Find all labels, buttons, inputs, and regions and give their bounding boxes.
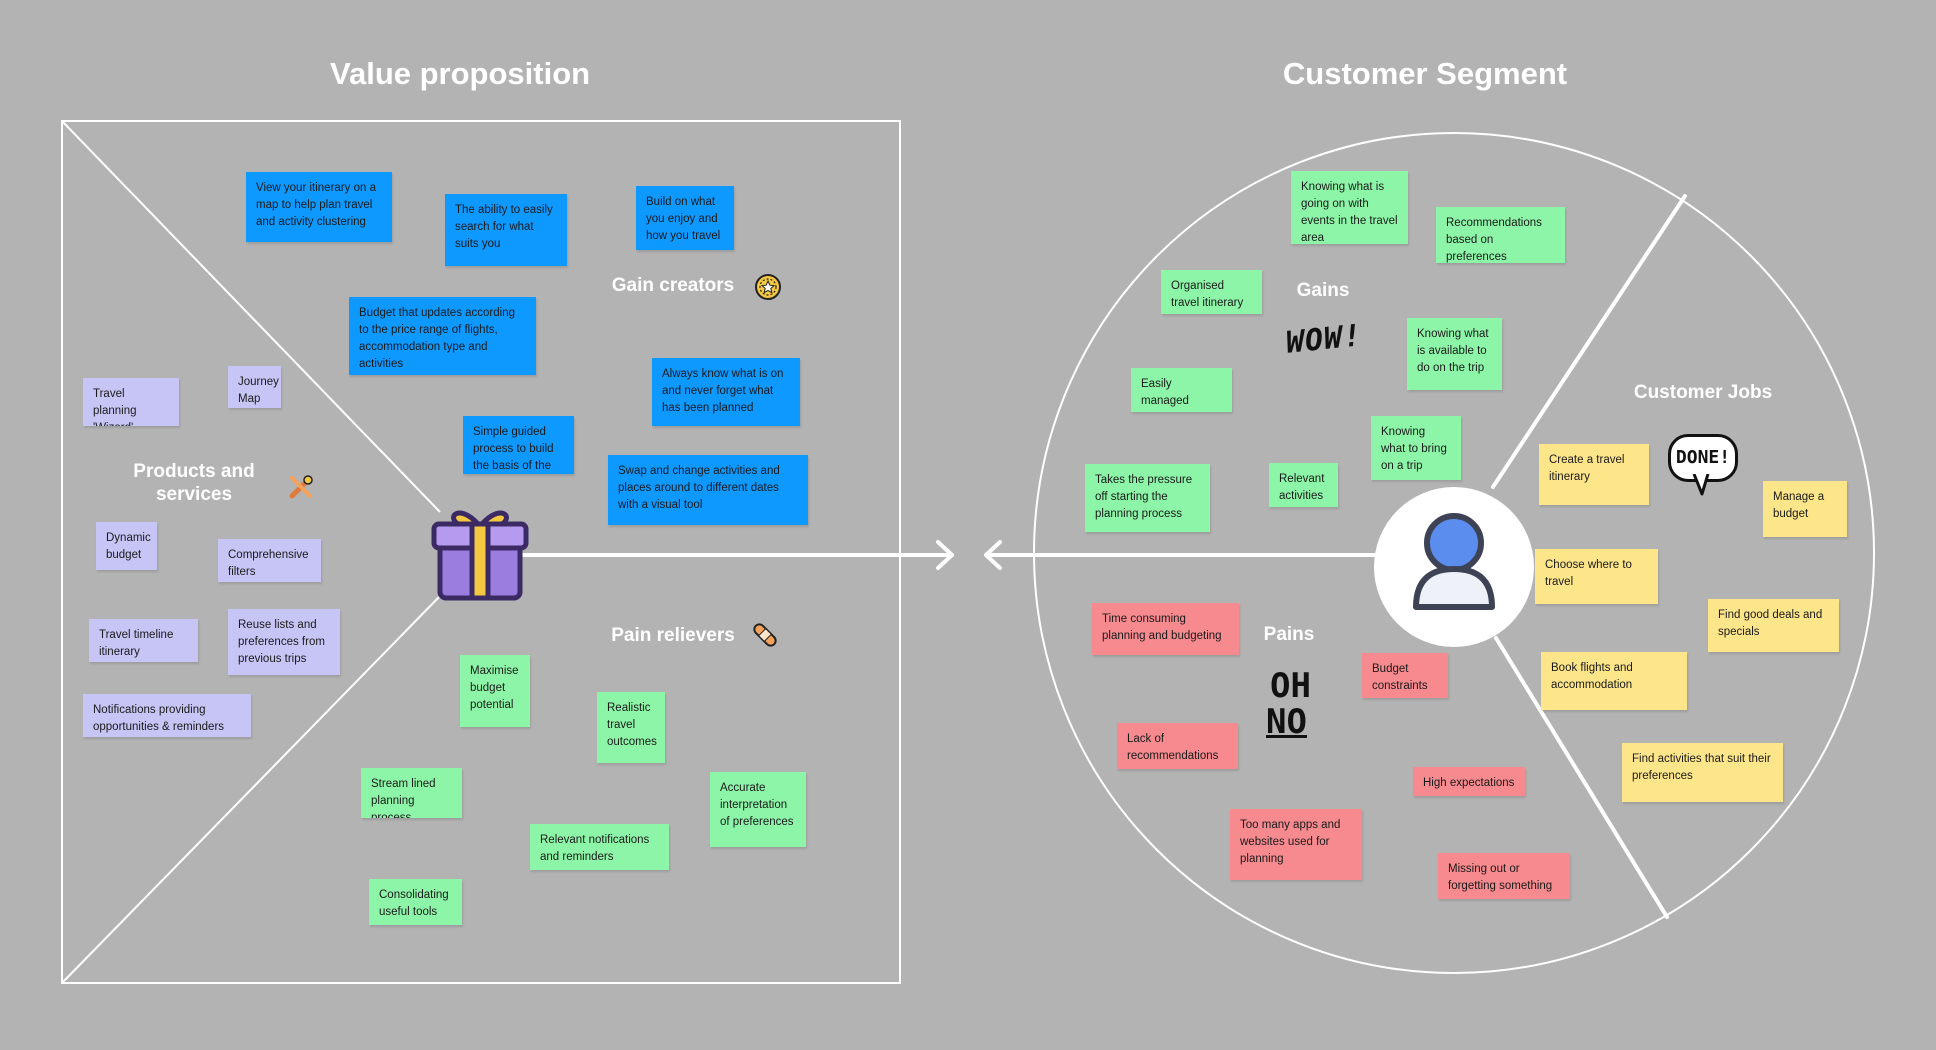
oh-no-sticker-bottom: NO (1266, 702, 1307, 742)
gain-creator-note[interactable]: Budget that updates according to the pri… (349, 297, 536, 375)
arrow-left-head (984, 540, 1002, 570)
pain-reliever-note[interactable]: Stream lined planning process (361, 768, 462, 818)
customer-job-note[interactable]: Find activities that suit their preferen… (1622, 743, 1783, 802)
circle-divider-lower (1494, 636, 1669, 919)
gain-note[interactable]: Knowing what is going on with events in … (1291, 171, 1408, 244)
gain-creator-note[interactable]: View your itinerary on a map to help pla… (246, 172, 392, 242)
oh-no-sticker-top: OH (1270, 666, 1311, 706)
pain-note[interactable]: Too many apps and websites used for plan… (1230, 809, 1362, 880)
gains-label: Gains (1296, 280, 1350, 301)
customer-job-note[interactable]: Create a travel itinerary (1539, 444, 1649, 505)
pain-note[interactable]: High expectations (1413, 767, 1525, 796)
value-proposition-square (61, 120, 901, 984)
gain-note[interactable]: Relevant activities (1269, 463, 1338, 507)
square-diagonal-top (61, 120, 441, 513)
square-diagonal-bottom (61, 595, 441, 984)
customer-job-note[interactable]: Manage a budget (1763, 481, 1847, 537)
gain-creator-note[interactable]: Simple guided process to build the basis… (463, 416, 574, 474)
gain-creator-note[interactable]: Build on what you enjoy and how you trav… (636, 186, 734, 250)
tools-icon (289, 475, 313, 499)
gain-note[interactable]: Recommendations based on preferences (1436, 207, 1565, 263)
pain-note[interactable]: Lack of recommendations (1117, 723, 1238, 769)
gain-creators-label: Gain creators (611, 275, 735, 296)
speech-bubble-tail (1692, 474, 1710, 496)
gain-note[interactable]: Organised travel itinerary (1161, 270, 1262, 314)
gain-creator-note[interactable]: The ability to easily search for what su… (445, 194, 567, 266)
product-service-note[interactable]: Comprehensive filters (218, 539, 321, 582)
customer-avatar-icon (1374, 487, 1534, 647)
pain-note[interactable]: Time consuming planning and budgeting (1092, 603, 1239, 655)
product-service-note[interactable]: Travel planning 'Wizard' (83, 378, 179, 426)
gain-creator-note[interactable]: Always know what is on and never forget … (652, 358, 800, 426)
product-service-note[interactable]: Dynamic budget (96, 522, 157, 570)
gain-note[interactable]: Takes the pressure off starting the plan… (1085, 464, 1210, 532)
pain-reliever-note[interactable]: Accurate interpretation of preferences (710, 772, 806, 847)
pain-relievers-label: Pain relievers (611, 625, 735, 646)
pain-reliever-note[interactable]: Realistic travel outcomes (597, 692, 665, 763)
customer-jobs-label: Customer Jobs (1633, 382, 1773, 403)
customer-job-note[interactable]: Choose where to travel (1535, 549, 1658, 604)
pain-reliever-note[interactable]: Consolidating useful tools (369, 879, 462, 925)
products-services-label: Products and services (133, 461, 255, 505)
bandage-icon (753, 623, 777, 647)
value-proposition-title: Value proposition (330, 56, 591, 91)
customer-job-note[interactable]: Find good deals and specials (1708, 599, 1839, 652)
pain-reliever-note[interactable]: Maximise budget potential (460, 655, 530, 727)
product-service-note[interactable]: Notifications providing opportunities & … (83, 694, 251, 737)
gain-note[interactable]: Knowing what to bring on a trip (1371, 416, 1461, 480)
pain-reliever-note[interactable]: Relevant notifications and reminders (530, 824, 669, 870)
product-service-note[interactable]: Reuse lists and preferences from previou… (228, 609, 340, 675)
gift-icon (431, 510, 529, 601)
gain-note[interactable]: Knowing what is available to do on the t… (1407, 318, 1502, 390)
customer-job-note[interactable]: Book flights and accommodation (1541, 652, 1687, 710)
arrow-right-head (936, 540, 954, 570)
product-service-note[interactable]: Travel timeline itinerary (89, 619, 198, 662)
pain-note[interactable]: Budget constraints (1362, 653, 1448, 698)
gain-creator-note[interactable]: Swap and change activities and places ar… (608, 455, 808, 525)
customer-segment-title: Customer Segment (1282, 56, 1568, 91)
star-badge-icon (755, 274, 781, 300)
gain-note[interactable]: Easily managed realistic budget (1131, 368, 1232, 412)
pain-note[interactable]: Missing out or forgetting something (1438, 853, 1570, 899)
circle-divider-upper (1491, 194, 1687, 489)
product-service-note[interactable]: Journey Map (228, 366, 281, 408)
pains-label: Pains (1263, 624, 1315, 645)
